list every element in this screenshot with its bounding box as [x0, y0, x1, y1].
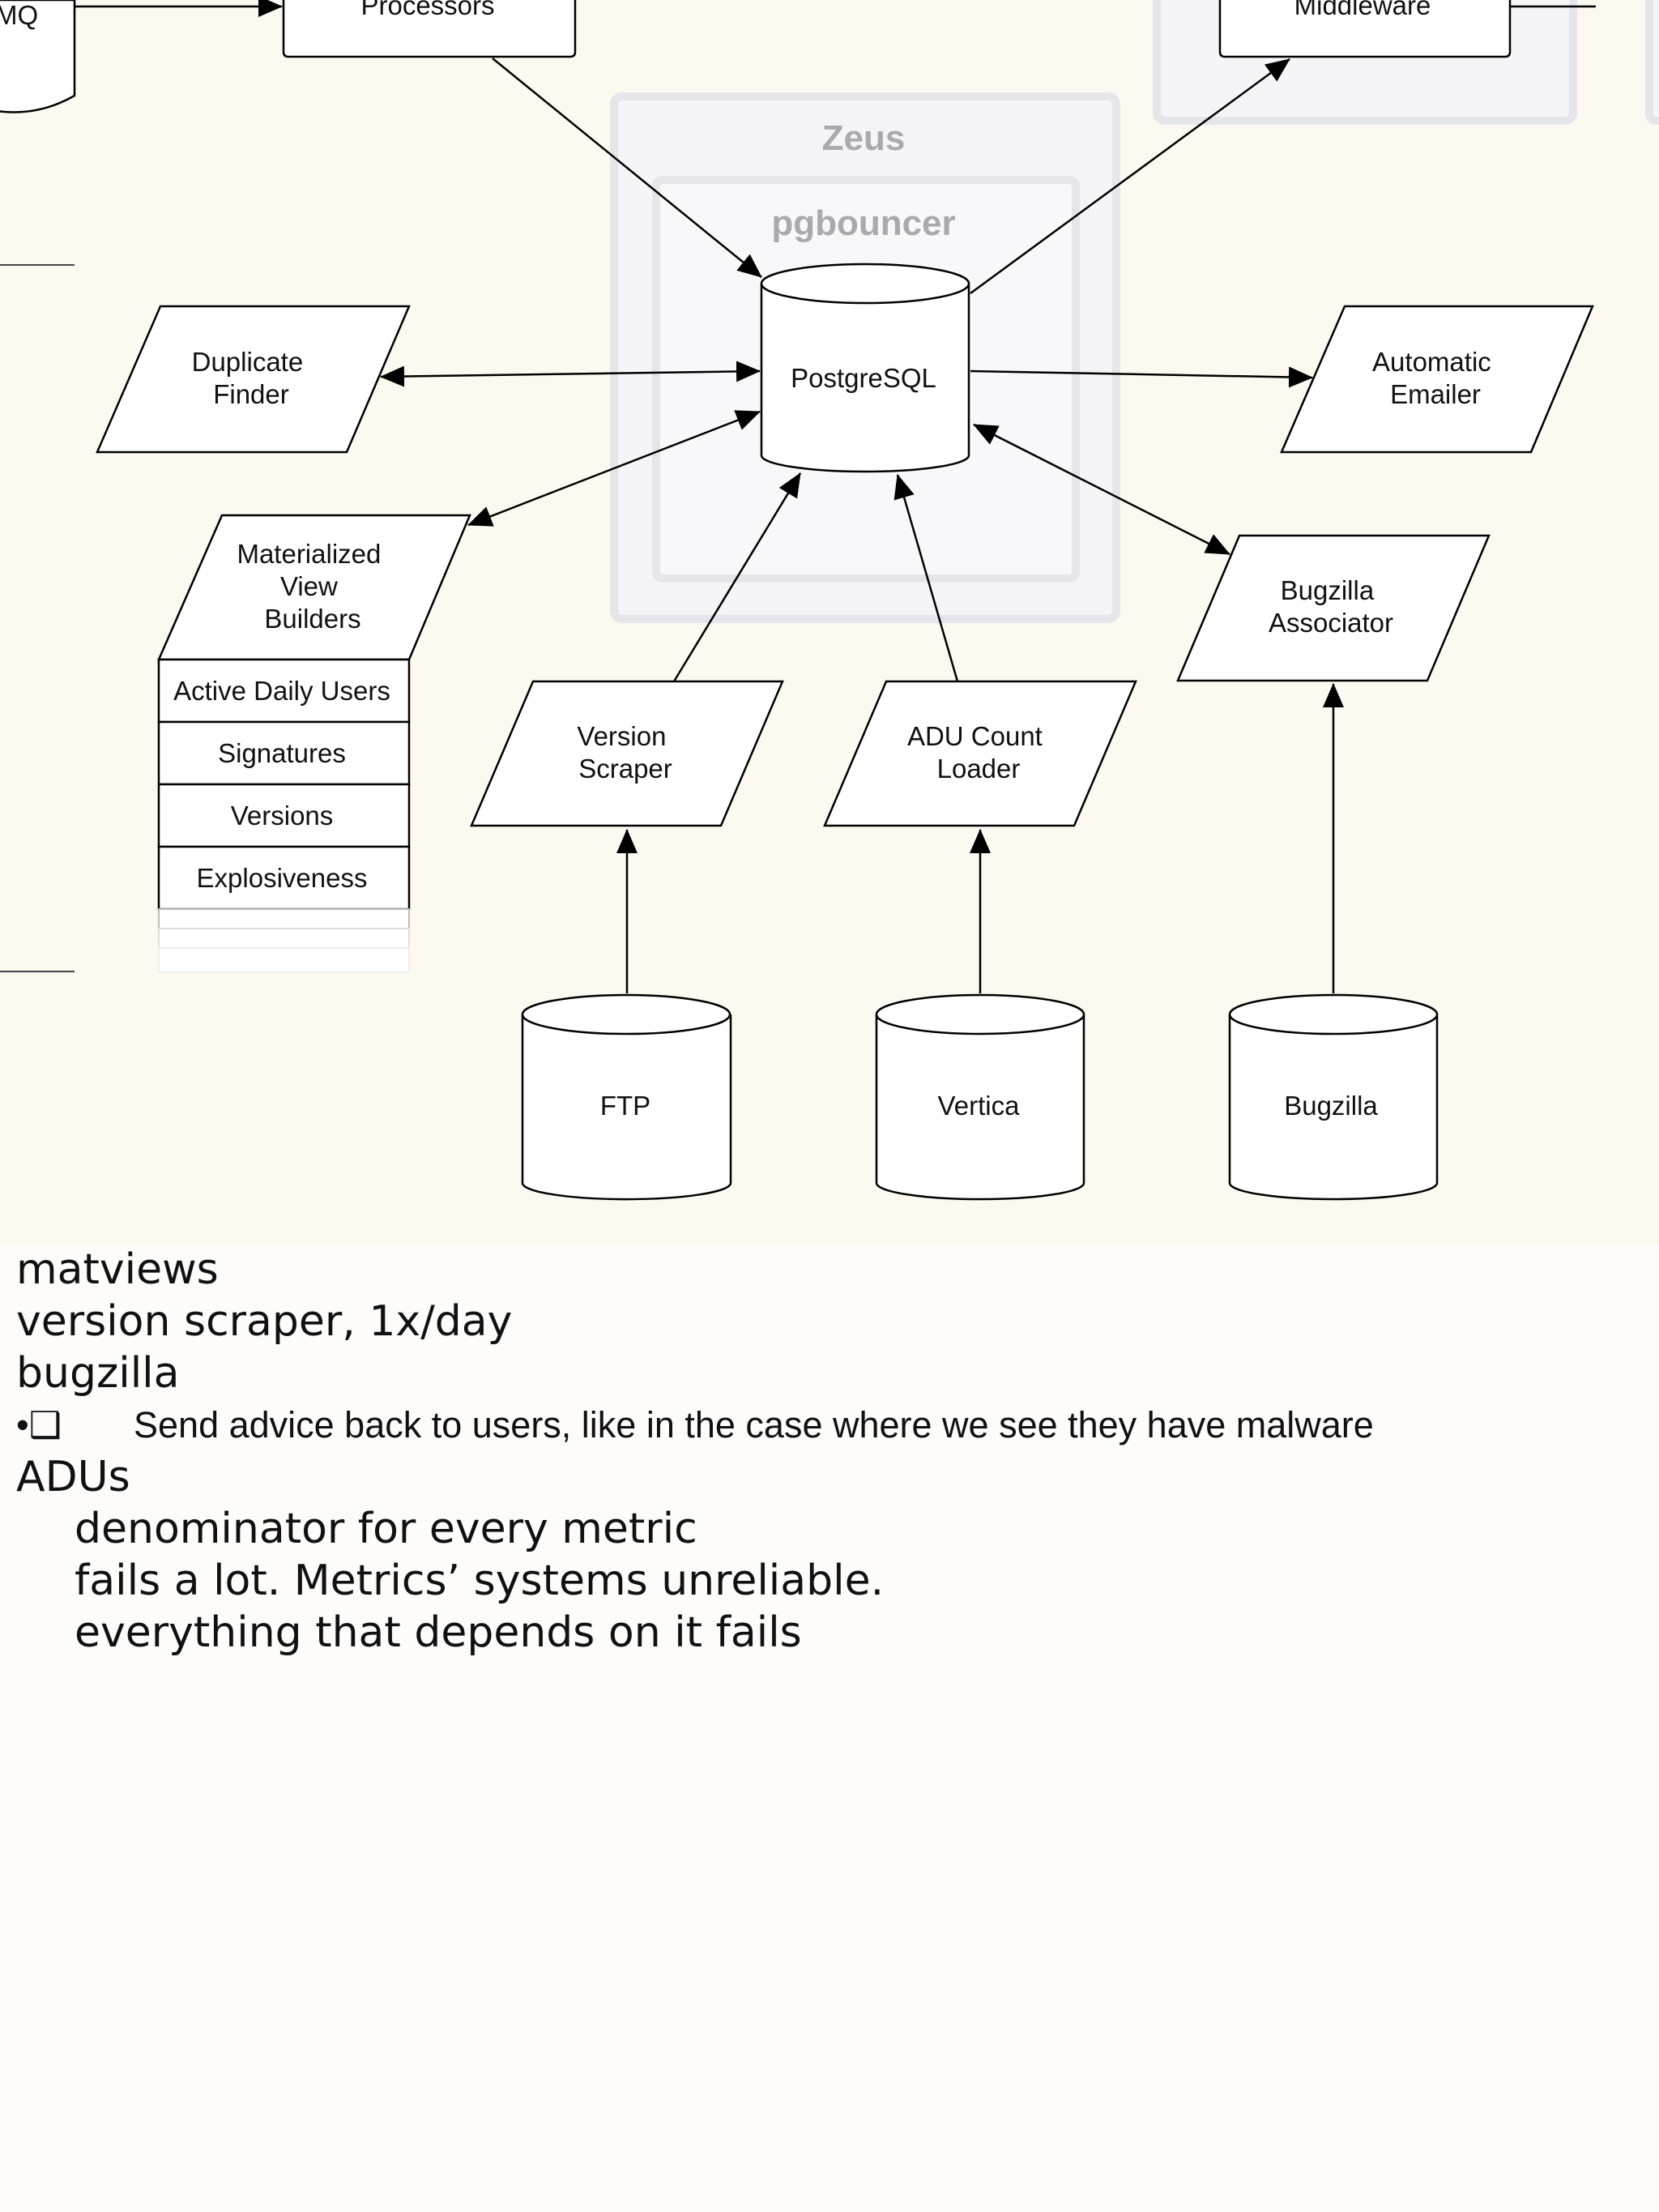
automatic-emailer-label-line: Emailer	[1390, 379, 1481, 409]
note-line: version scraper, 1x/day	[16, 1297, 513, 1346]
diagram-background: MQ Processors Middleware Zeus pgbouncer …	[0, 0, 1659, 1245]
architecture-diagram: MQ Processors Middleware Zeus pgbouncer …	[0, 0, 1659, 1201]
associator-postgresql-arrow	[973, 423, 1230, 556]
postgresql-to-emailer-arrow	[970, 366, 1313, 388]
note-line: matviews	[16, 1245, 219, 1294]
note-bullet-text: Send advice back to users, like in the c…	[134, 1404, 1374, 1445]
postgresql-cylinder: PostgreSQL	[760, 263, 970, 473]
bugzilla-cylinder: Bugzilla	[1228, 993, 1439, 1201]
version-scraper-label-line: Version	[577, 721, 666, 751]
matview-builders-node: Materialized View Builders	[157, 514, 471, 661]
version-scraper-to-postgresql-arrow	[672, 472, 802, 682]
note-subline: everything that depends on it fails	[75, 1608, 802, 1657]
automatic-emailer-node: Automatic Emailer	[1280, 305, 1594, 454]
matview-item: Versions	[231, 801, 334, 831]
postgresql-label: PostgreSQL	[791, 363, 936, 393]
vertica-cylinder: Vertica	[875, 993, 1085, 1201]
vertica-label: Vertica	[938, 1091, 1021, 1121]
matview-builders-label-line: Materialized	[237, 539, 381, 569]
svg-text:Version Scraper: Version Scraper	[577, 721, 673, 784]
middleware-label: Middleware	[1294, 0, 1431, 20]
duplicate-finder-label-line: Finder	[213, 379, 289, 409]
middleware-node: Middleware	[1218, 0, 1512, 58]
bugzilla-associator-label-line: Bugzilla	[1281, 575, 1375, 605]
matview-item: Explosiveness	[197, 863, 368, 893]
postgresql-to-middleware-arrow	[970, 58, 1290, 295]
version-scraper-node: Version Scraper	[470, 680, 784, 827]
matview-builders-label-line: View	[280, 571, 338, 601]
mq-label: MQ	[0, 0, 38, 30]
matview-list: Active Daily Users Signatures Versions E…	[157, 658, 411, 973]
matview-postgresql-arrow	[467, 410, 761, 527]
matview-builders-label-line: Builders	[264, 604, 360, 634]
duplicate-finder-label-line: Duplicate	[192, 347, 304, 377]
svg-text:Materialized View: Materialized View Builders	[237, 539, 388, 634]
adu-count-loader-label-line: ADU Count	[907, 721, 1043, 751]
speaker-notes: matviews version scraper, 1x/day bugzill…	[16, 1244, 1636, 1659]
note-subline: denominator for every metric	[75, 1505, 697, 1553]
svg-text:Automatic Emailer: Automatic Emailer	[1372, 347, 1499, 409]
mq-cylinder: MQ	[0, 0, 76, 113]
version-scraper-label-line: Scraper	[578, 754, 672, 784]
matview-item: Signatures	[218, 738, 346, 768]
matview-item: Active Daily Users	[173, 676, 390, 706]
adu-loader-to-postgresql-arrow	[893, 474, 959, 682]
bugzilla-associator-label-line: Associator	[1269, 608, 1393, 638]
ftp-cylinder: FTP	[521, 993, 732, 1201]
adu-count-loader-label-line: Loader	[937, 754, 1021, 784]
adu-count-loader-node: ADU Count Loader	[823, 680, 1137, 827]
pgbouncer-title: pgbouncer	[771, 203, 955, 243]
processors-to-postgresql-arrow	[492, 58, 762, 278]
checkbox-bullet-icon: •❑	[16, 1404, 62, 1445]
ftp-label: FTP	[600, 1091, 650, 1121]
svg-text:Duplicate Finder: Duplicate Finder	[192, 347, 311, 409]
right-edge-group	[1645, 0, 1659, 125]
svg-text:ADU Count Loader: ADU Count Loader	[907, 721, 1050, 784]
automatic-emailer-label-line: Automatic	[1372, 347, 1491, 377]
note-line: ADUs	[16, 1453, 130, 1501]
zeus-title: Zeus	[822, 118, 906, 158]
bugzilla-label: Bugzilla	[1284, 1091, 1378, 1121]
processors-node: Processors	[282, 0, 577, 58]
note-subline: fails a lot. Metrics’ systems unreliable…	[75, 1557, 885, 1605]
bugzilla-associator-node: Bugzilla Associator	[1176, 534, 1491, 682]
duplicate-finder-node: Duplicate Finder	[96, 305, 411, 454]
svg-text:Bugzilla Associator: Bugzilla Associator	[1269, 575, 1393, 638]
duplicate-finder-postgresql-arrow	[380, 361, 761, 387]
note-line: bugzilla	[16, 1349, 180, 1398]
processors-label: Processors	[360, 0, 494, 20]
note-bullet-item: •❑ Send advice back to users, like in th…	[16, 1399, 1636, 1451]
